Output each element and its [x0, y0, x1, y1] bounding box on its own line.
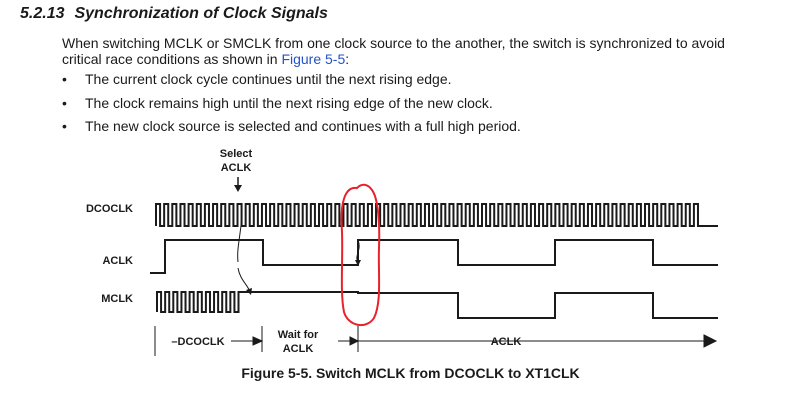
aclk-waveform — [150, 239, 718, 274]
signal-label-aclk: ACLK — [102, 255, 133, 267]
bullet-text: The current clock cycle continues until … — [85, 71, 452, 87]
signal-label-mclk: MCLK — [101, 293, 133, 305]
phase-dividers — [154, 326, 359, 356]
intro-paragraph: When switching MCLK or SMCLK from one cl… — [62, 35, 762, 67]
arrowhead-icon — [355, 260, 361, 266]
list-item: • The clock remains high until the next r… — [62, 95, 521, 119]
paragraph-colon: : — [345, 51, 350, 67]
section-heading: 5.2.13 Synchronization of Clock Signals — [20, 5, 328, 23]
figure-caption: Figure 5-5. Switch MCLK from DCOCLK to X… — [0, 365, 791, 381]
caption-text: Figure 5-5. Switch MCLK from DCOCLK to X… — [241, 365, 580, 381]
arrowhead-icon — [246, 288, 252, 295]
select-arrow — [234, 177, 242, 192]
phase-label-aclk: ACLK — [491, 336, 522, 348]
figure-link[interactable]: Figure 5-5 — [281, 51, 346, 67]
bullet-icon: • — [62, 118, 67, 134]
section-number: 5.2.13 — [20, 5, 65, 22]
phase-label-wait-line2: ACLK — [283, 343, 314, 355]
list-item: • The current clock cycle continues until… — [62, 71, 521, 95]
section-title: Synchronization of Clock Signals — [74, 5, 328, 22]
bullet-icon: • — [62, 94, 67, 111]
bullet-list: • The current clock cycle continues until… — [62, 71, 521, 142]
mclk-waveform — [156, 291, 718, 319]
red-annotation-oval — [340, 183, 381, 327]
dcoclk-waveform — [155, 203, 718, 227]
phase-arrows — [231, 334, 718, 348]
bullet-text: The new clock source is selected and con… — [85, 118, 521, 134]
paragraph-text: When switching MCLK or SMCLK from one cl… — [62, 35, 725, 67]
phase-label-dcoclk: –DCOCLK — [171, 336, 224, 348]
select-label-line1: Select — [220, 148, 253, 160]
phase-label-wait-line1: Wait for — [278, 329, 319, 341]
select-label-line2: ACLK — [221, 162, 252, 174]
bullet-icon: • — [62, 71, 67, 87]
list-item: • The new clock source is selected and co… — [62, 118, 521, 142]
signal-label-dcoclk: DCOCLK — [86, 203, 133, 215]
bullet-text: The clock remains high until the next ri… — [85, 94, 493, 111]
